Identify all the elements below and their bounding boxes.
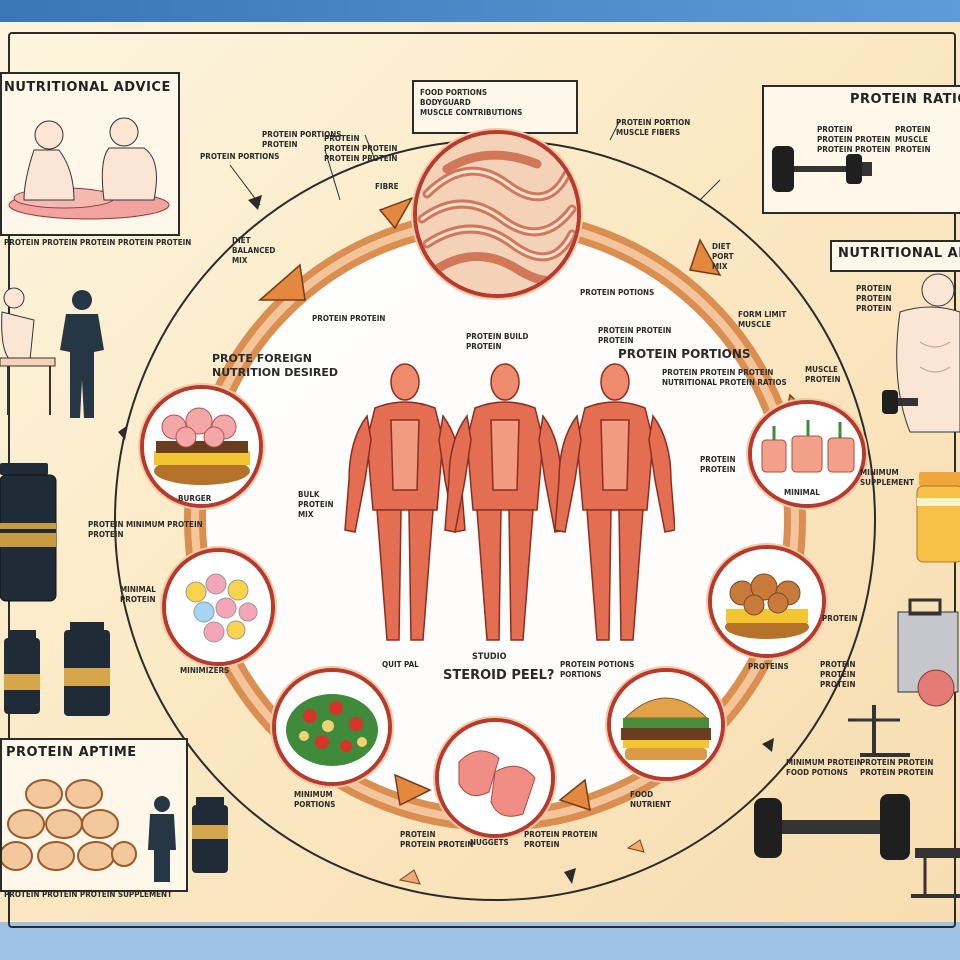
node-burger-right bbox=[708, 545, 826, 658]
label-burger-top: BURGER bbox=[178, 494, 212, 503]
label-a18: MINIMUM SUPPLEMENT bbox=[860, 468, 915, 487]
label-a20: PROTEIN POTIONS PORTIONS bbox=[560, 660, 635, 679]
muscular-man-illustration bbox=[882, 273, 960, 433]
nutritional-advice-title: NUTRITIONAL ADVICE bbox=[4, 80, 171, 95]
label-a10: PROTEIN BUILD PROTEIN bbox=[466, 332, 529, 351]
label-a22: PROTEIN PROTEIN PROTEIN bbox=[400, 830, 474, 849]
label-a1: FOOD PORTIONS BODYGUARD MUSCLE CONTRIBUT… bbox=[420, 88, 523, 117]
label-a6: PROTEIN PORTION MUSCLE FIBERS bbox=[616, 118, 691, 137]
node-burger-bottom bbox=[607, 668, 725, 781]
massage-illustration bbox=[8, 117, 170, 220]
label-a31: PROTEIN PROTEIN PROTEIN bbox=[856, 284, 892, 313]
label-a32: MUSCLE PROTEIN bbox=[805, 365, 841, 384]
label-a8: DIET PORT MIX bbox=[712, 242, 734, 271]
ring-arrow-5 bbox=[394, 773, 432, 807]
label-a33: PROTEIN PROTEIN PROTEIN PROTEIN PROTEIN bbox=[324, 134, 398, 163]
center-small: STUDIO bbox=[472, 652, 507, 662]
protein-bites-illustration bbox=[2, 779, 176, 882]
label-burger-right: PROTEINS bbox=[748, 662, 789, 671]
label-candies: MINIMIZERS bbox=[180, 666, 230, 675]
label-a12: PROTEIN PROTEIN PROTEIN bbox=[598, 326, 672, 345]
ring-arrow-3 bbox=[689, 238, 722, 276]
label-a30: PROTEIN MUSCLE PROTEIN bbox=[895, 125, 931, 154]
center-side: QUIT PAL bbox=[382, 660, 419, 669]
honey-jar bbox=[916, 472, 960, 563]
label-a4: FIBRE bbox=[375, 182, 399, 191]
meat-scale-illustration bbox=[897, 598, 959, 707]
label-a28: PROTEIN PROTEIN PROTEIN SUPPLEMENT bbox=[4, 890, 172, 899]
label-a5: DIET BALANCED MIX bbox=[232, 236, 276, 265]
weight-bench bbox=[911, 848, 960, 898]
label-a21: MINIMUM PORTIONS bbox=[294, 790, 336, 809]
label-a14: PROTEIN MINIMUM PROTEIN PROTEIN bbox=[88, 520, 203, 539]
label-a17: PROTEIN PROTEIN bbox=[700, 455, 736, 474]
top-band bbox=[0, 0, 960, 22]
label-a24: FOOD NUTRIENT bbox=[630, 790, 671, 809]
label-nuggets: NUGGETS bbox=[470, 838, 509, 847]
label-a11: FORM LIMIT MUSCLE bbox=[738, 310, 787, 329]
label-a25: MINIMUM PROTEIN FOOD POTIONS bbox=[786, 758, 863, 777]
node-salad bbox=[272, 668, 392, 786]
protein-ratio-title: PROTEIN RATIO bbox=[850, 92, 960, 107]
label-a27: PROTEIN PROTEIN PROTEIN PROTEIN PROTEIN bbox=[4, 238, 192, 247]
label-a9: PROTEIN POTIONS bbox=[580, 288, 655, 297]
muscle-anatomy-figures bbox=[344, 363, 675, 641]
node-muscle-fibers bbox=[413, 130, 581, 298]
label-a19: PROTEIN bbox=[822, 614, 858, 623]
label-a16: MINIMAL PROTEIN bbox=[120, 585, 156, 604]
node-burger-top bbox=[140, 385, 263, 508]
protein-ratio-box bbox=[762, 85, 960, 214]
bottom-band bbox=[0, 922, 960, 960]
supplement-bottle-small bbox=[192, 797, 228, 873]
label-meat: MINIMAL bbox=[784, 488, 820, 497]
supplement-jar-large bbox=[0, 463, 57, 602]
nutritional-aptime-title: NUTRITIONAL APTIME bbox=[838, 246, 960, 261]
heading-left: PROTE FOREIGN NUTRITION DESIRED bbox=[212, 352, 338, 379]
label-a13: PROTEIN PROTEIN PROTEIN NUTRITIONAL PROT… bbox=[662, 368, 787, 387]
label-a26: PROTEIN PROTEIN PROTEIN PROTEIN bbox=[860, 758, 934, 777]
silhouettes-desk bbox=[0, 287, 104, 418]
dumbbell-icon bbox=[754, 794, 910, 860]
label-a29: PROTEIN PROTEIN PROTEIN PROTEIN PROTEIN bbox=[817, 125, 891, 154]
heading-bottom: STEROID PEEL? bbox=[443, 668, 555, 683]
supplement-bottles bbox=[4, 622, 110, 716]
label-a3: PROTEIN PORTIONS bbox=[200, 152, 280, 161]
label-a34: PROTEIN PROTEIN PROTEIN bbox=[820, 660, 856, 689]
node-nuggets bbox=[435, 718, 555, 838]
label-a23: PROTEIN PROTEIN PROTEIN bbox=[524, 830, 598, 849]
label-a2: PROTEIN PORTIONS PROTEIN bbox=[262, 130, 342, 149]
node-candies bbox=[162, 548, 275, 666]
ring-arrow-6 bbox=[558, 778, 591, 812]
label-a15: BULK PROTEIN MIX bbox=[298, 490, 334, 519]
ring-arrow-2 bbox=[378, 196, 414, 230]
nutritional-aptime-box bbox=[830, 240, 960, 272]
protein-aptime-title: PROTEIN APTIME bbox=[6, 745, 137, 760]
label-a7: PROTEIN PROTEIN bbox=[312, 314, 386, 323]
node-meat bbox=[748, 400, 866, 508]
heading-right: PROTEIN PORTIONS bbox=[618, 347, 751, 361]
ring-arrow-1 bbox=[258, 263, 306, 301]
pull-up-bar bbox=[848, 705, 910, 757]
barbell-icon bbox=[772, 146, 872, 192]
